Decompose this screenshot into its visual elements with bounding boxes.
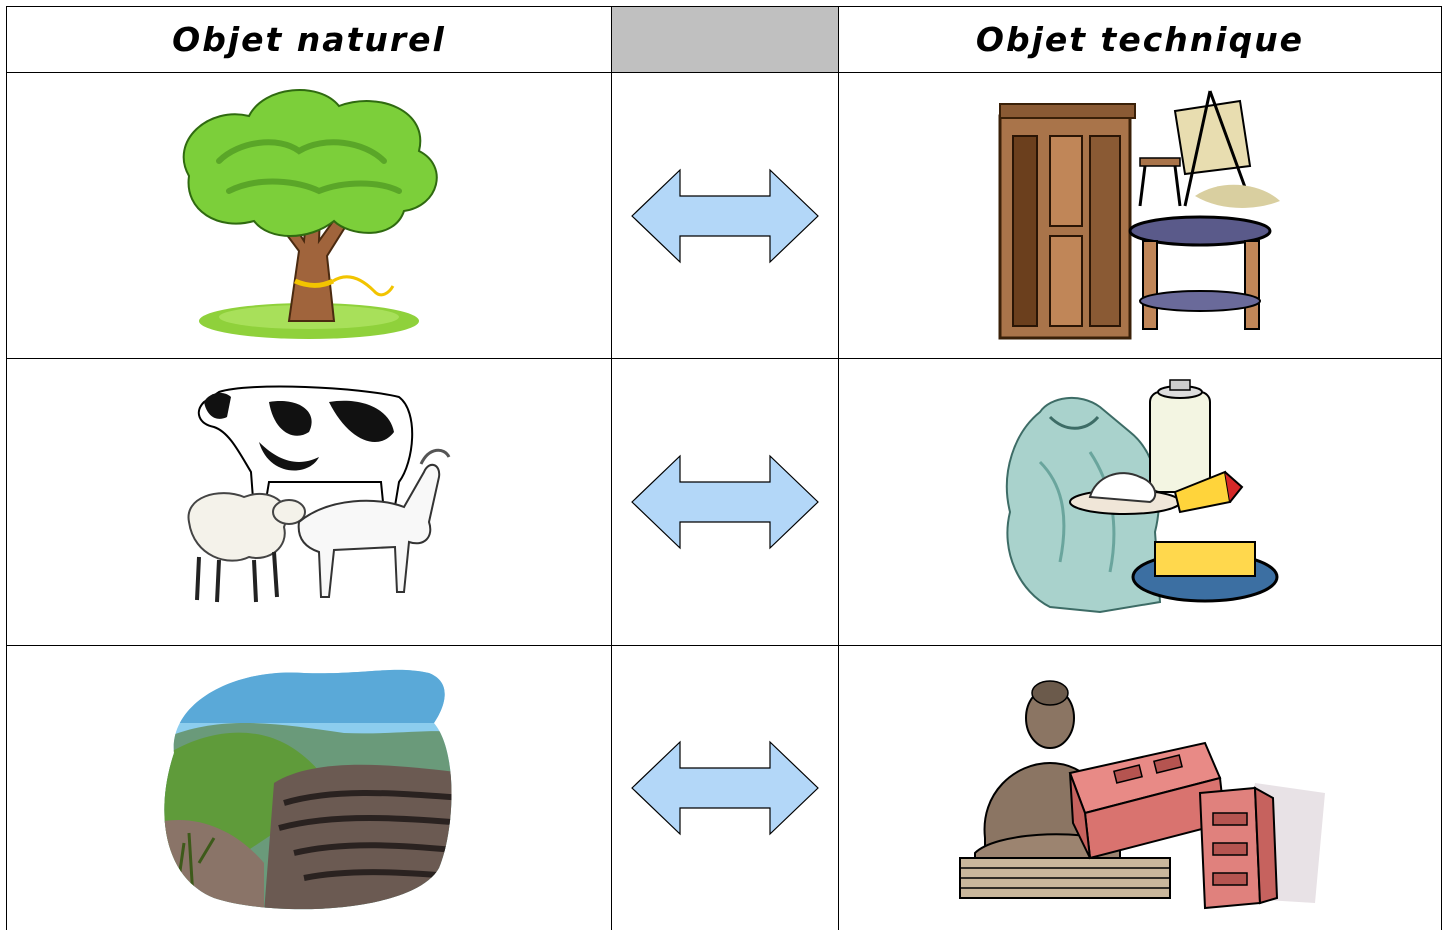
arrow-cell-1: [612, 73, 838, 358]
wool-and-dairy-illustration: [1005, 379, 1279, 614]
natural-cell-rocks: [7, 646, 611, 930]
technical-cell-wool-dairy: [839, 359, 1441, 645]
grid-line-left: [6, 6, 7, 930]
arrow-cell-2: [612, 359, 838, 645]
grid-line-header: [6, 72, 1442, 73]
grid-line-row2: [6, 645, 1442, 646]
technical-cell-bricks-statue: [839, 646, 1441, 930]
header-technical-cell: Objet technique: [839, 7, 1441, 72]
rock-landscape-illustration: [164, 669, 452, 910]
grid-line-col1: [611, 6, 612, 930]
double-arrow-icon: [631, 740, 819, 836]
double-arrow-icon: [631, 454, 819, 550]
grid-line-col2: [838, 6, 839, 930]
grid-line-top: [6, 6, 1442, 7]
header-middle-cell: [612, 7, 838, 72]
comparison-table: Objet naturel Objet technique: [6, 6, 1442, 930]
tree-illustration: [182, 88, 438, 339]
natural-cell-animals: [7, 359, 611, 645]
natural-cell-tree: [7, 73, 611, 358]
header-technical-label: Objet technique: [975, 20, 1305, 59]
technical-cell-furniture: [839, 73, 1441, 358]
double-arrow-icon: [631, 168, 819, 263]
header-natural-cell: Objet naturel: [7, 7, 611, 72]
furniture-illustration: [998, 89, 1280, 339]
grid-line-right: [1441, 6, 1442, 930]
bricks-and-statue-illustration: [959, 680, 1325, 910]
grid-line-row1: [6, 358, 1442, 359]
arrow-cell-3: [612, 646, 838, 930]
farm-animals-illustration: [187, 385, 451, 603]
header-natural-label: Objet naturel: [172, 20, 446, 59]
